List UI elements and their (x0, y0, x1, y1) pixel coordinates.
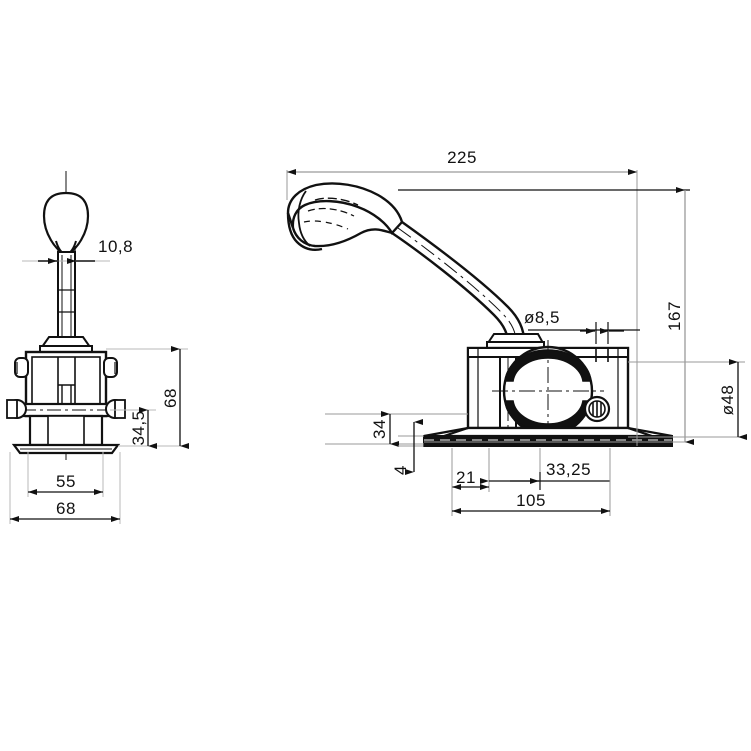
lever-shaft (39, 251, 93, 353)
lever-arm (391, 221, 545, 380)
lower-bolt-bosses (6, 399, 126, 419)
dimension-68-width: 68 (56, 499, 76, 518)
clamp-band (20, 402, 112, 418)
dimension-21: 21 (456, 468, 476, 487)
dimension-225: 225 (447, 148, 477, 167)
dimension-167: 167 (665, 301, 684, 331)
dimension-68-height: 68 (161, 388, 180, 408)
front-view: 10,8 68 34,5 55 68 (6, 171, 189, 524)
dimension-34: 34 (370, 419, 389, 439)
base-plate (423, 426, 673, 447)
upper-bolt-bosses (14, 357, 118, 378)
dimension-33-25: 33,25 (546, 460, 591, 479)
dimension-34-5: 34,5 (129, 410, 148, 445)
dimension-diameter-8-5: ø8,5 (524, 308, 560, 327)
lower-pedestal (11, 414, 121, 455)
lock-screw (583, 395, 611, 423)
side-view: 225 167 ø48 ø8,5 (286, 148, 747, 516)
clamp-bore-48 (492, 340, 604, 442)
side-view-dimensions: 225 167 ø48 ø8,5 (286, 148, 747, 516)
dimension-10-8: 10,8 (98, 237, 133, 256)
mounting-hole-marks (595, 349, 609, 362)
dimension-55: 55 (56, 472, 76, 491)
dimension-diameter-48: ø48 (718, 385, 737, 416)
dimension-4: 4 (391, 465, 410, 475)
handle-grip (286, 182, 404, 251)
front-view-dimensions: 10,8 68 34,5 55 68 (9, 237, 189, 524)
dimension-105: 105 (516, 491, 546, 510)
